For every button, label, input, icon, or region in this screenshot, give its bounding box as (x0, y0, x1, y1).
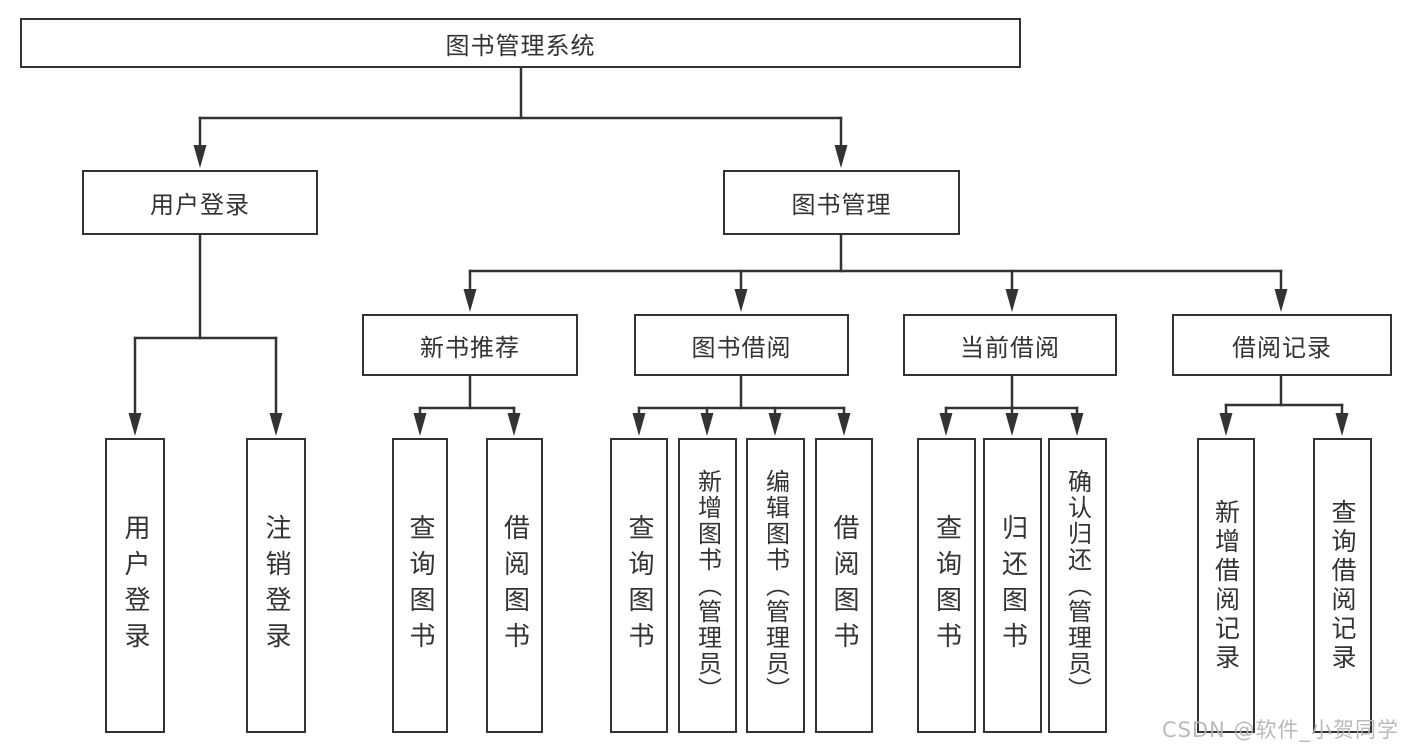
leaf-recommend-borrow-books-label: 借阅图书 (499, 513, 530, 658)
leaf-current-confirm-return: 确认归还（管理员） (1048, 438, 1107, 733)
leaf-borrowing-add-books: 新增图书（管理员） (678, 438, 737, 733)
leaf-borrowing-edit-books-label: 编辑图书（管理员） (761, 468, 790, 703)
node-user-login-label: 用户登录 (150, 191, 250, 219)
node-new-book-recommend-label: 新书推荐 (420, 333, 520, 362)
leaf-borrowing-borrow-books-label: 借阅图书 (829, 513, 859, 658)
node-new-book-recommend: 新书推荐 (362, 314, 578, 376)
watermark: CSDN @软件_小贺同学 (1161, 718, 1399, 742)
node-borrowing-records: 借阅记录 (1172, 314, 1392, 376)
node-borrowing-records-label: 借阅记录 (1232, 333, 1332, 362)
leaf-logout-label: 注销登录 (261, 513, 291, 658)
leaf-borrowing-add-books-label: 新增图书（管理员） (693, 468, 722, 703)
node-root-label: 图书管理系统 (445, 31, 596, 60)
leaf-recommend-query-books: 查询图书 (392, 438, 448, 733)
leaf-current-confirm-return-label: 确认归还（管理员） (1063, 468, 1092, 703)
leaf-borrowing-borrow-books: 借阅图书 (815, 438, 873, 733)
node-current-borrowing: 当前借阅 (903, 314, 1117, 376)
leaf-borrowing-query-books: 查询图书 (610, 438, 668, 733)
leaf-recommend-query-books-label: 查询图书 (405, 513, 435, 658)
leaf-current-return-books: 归还图书 (983, 438, 1042, 733)
leaf-current-return-books-label: 归还图书 (997, 513, 1028, 658)
leaf-borrowing-query-books-label: 查询图书 (624, 513, 654, 658)
node-book-management-label: 图书管理 (791, 191, 892, 219)
node-book-borrowing-label: 图书借阅 (691, 333, 792, 362)
leaf-records-add-record: 新增借阅记录 (1197, 438, 1255, 733)
leaf-records-query-record-label: 查询借阅记录 (1328, 498, 1357, 673)
leaf-current-query-books-label: 查询图书 (931, 513, 962, 658)
node-book-management: 图书管理 (723, 170, 960, 235)
leaf-user-login: 用户登录 (105, 438, 165, 733)
leaf-records-query-record: 查询借阅记录 (1313, 438, 1372, 733)
node-book-borrowing: 图书借阅 (634, 314, 849, 376)
leaf-user-login-label: 用户登录 (120, 513, 150, 658)
leaf-borrowing-edit-books: 编辑图书（管理员） (746, 438, 805, 733)
node-root: 图书管理系统 (20, 18, 1021, 68)
leaf-recommend-borrow-books: 借阅图书 (486, 438, 543, 733)
node-current-borrowing-label: 当前借阅 (960, 333, 1060, 362)
leaf-records-add-record-label: 新增借阅记录 (1211, 498, 1241, 673)
node-user-login: 用户登录 (82, 170, 318, 235)
leaf-logout: 注销登录 (246, 438, 306, 733)
leaf-current-query-books: 查询图书 (917, 438, 976, 733)
